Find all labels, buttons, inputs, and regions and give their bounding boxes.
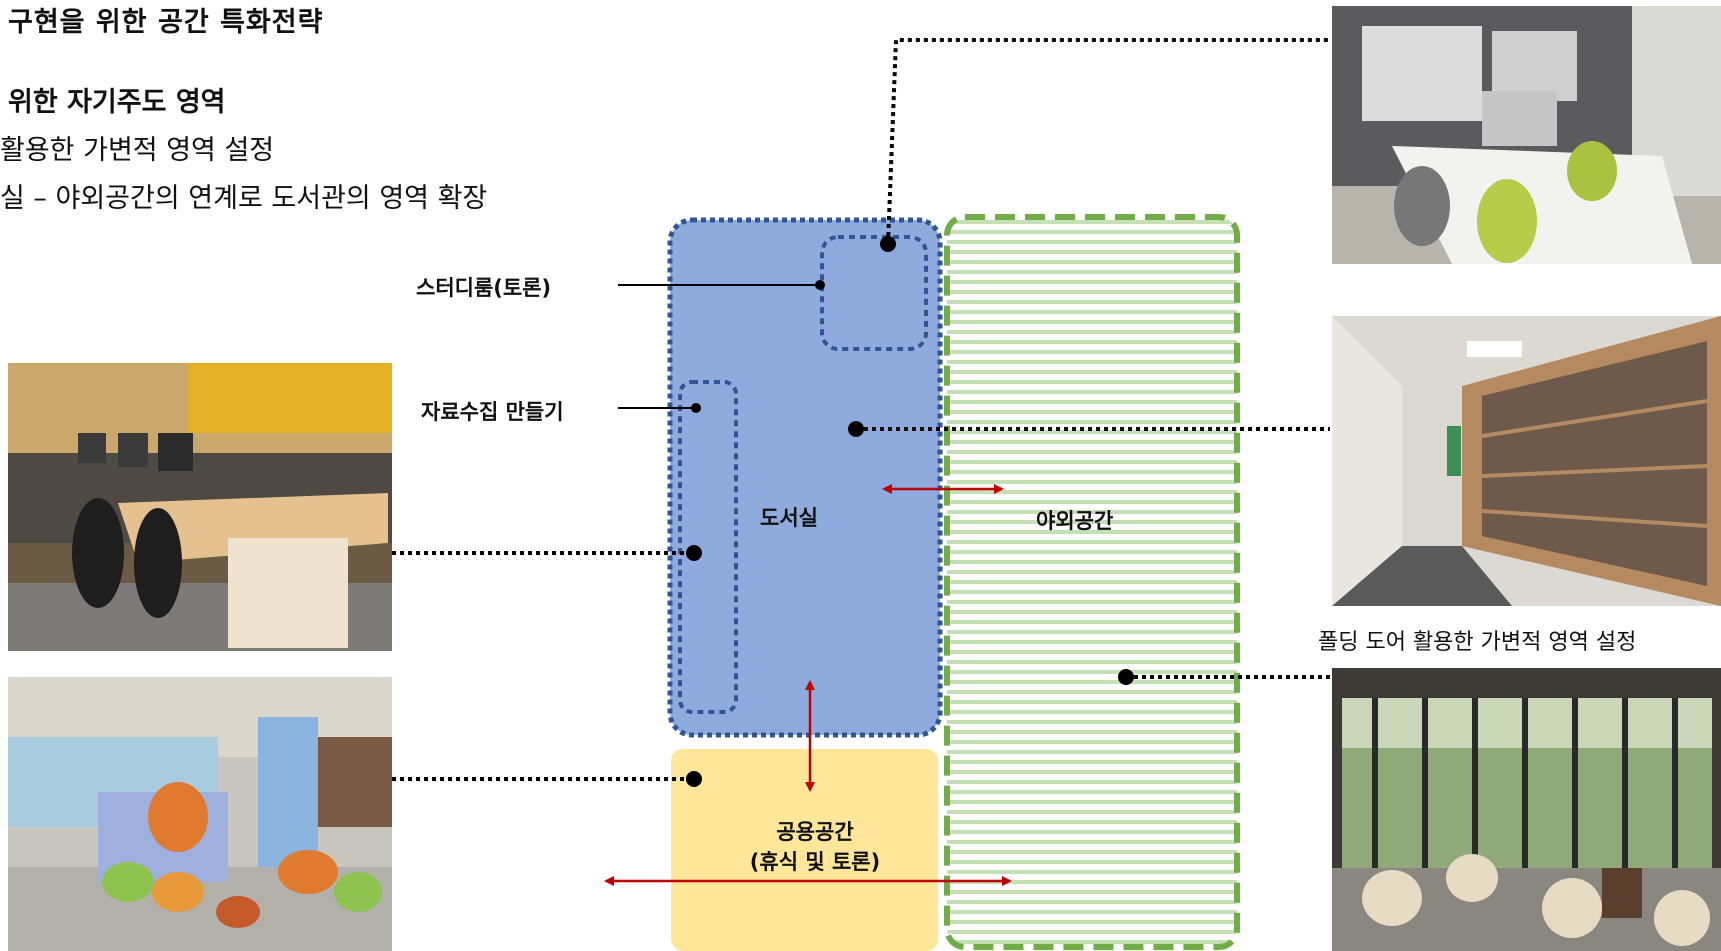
connector-outdoor-dot [1118,669,1134,685]
studyroom-leader-dot [815,280,825,290]
library-label: 도서실 [760,506,818,530]
page-title: 구현을 위한 공간 특화전략 [8,7,324,38]
studyroom-photo-image [1332,6,1721,264]
connector-common-dot [686,771,702,787]
connector-collection-dot [686,545,702,561]
studyroom-label: 스터디룸(토론) [416,276,552,300]
folding-door-photo-image [1332,668,1721,951]
connector-library-dot [848,421,864,437]
studyroom-photo [1332,6,1721,264]
collection-label: 자료수집 만들기 [421,400,564,424]
connector-studyroom-dot [880,236,896,252]
lounge-photo-image [8,677,392,951]
collection-leader-dot [691,403,701,413]
outdoor-zone [944,214,1240,950]
library-zone [667,217,943,738]
studyroom-zone [820,235,928,351]
computer-area-photo [8,363,392,651]
common-space-label-line2: (휴식 및 토론) [749,850,881,874]
outdoor-label: 야외공간 [1036,509,1114,533]
common-space-label-line1: 공용공간 [776,820,854,844]
folding-door-caption: 폴딩 도어 활용한 가변적 영역 설정 [1318,630,1637,655]
computer-area-photo-image [8,363,392,651]
collection-zone [678,380,738,714]
common-space-label: 공용공간 (휴식 및 토론) [700,816,930,876]
lounge-photo [8,677,392,951]
strategy-line-2: 실 – 야외공간의 연계로 도서관의 영역 확장 [0,183,488,214]
strategy-line-1: 활용한 가변적 영역 설정 [0,135,275,166]
folding-door-photo [1332,668,1721,951]
common-space-zone [671,749,938,951]
section-subtitle: 위한 자기주도 영역 [8,87,226,118]
connector-studyroom-photo [886,38,1330,245]
bookshelf-corridor-photo [1332,316,1721,606]
bookshelf-corridor-photo-image [1332,316,1721,606]
